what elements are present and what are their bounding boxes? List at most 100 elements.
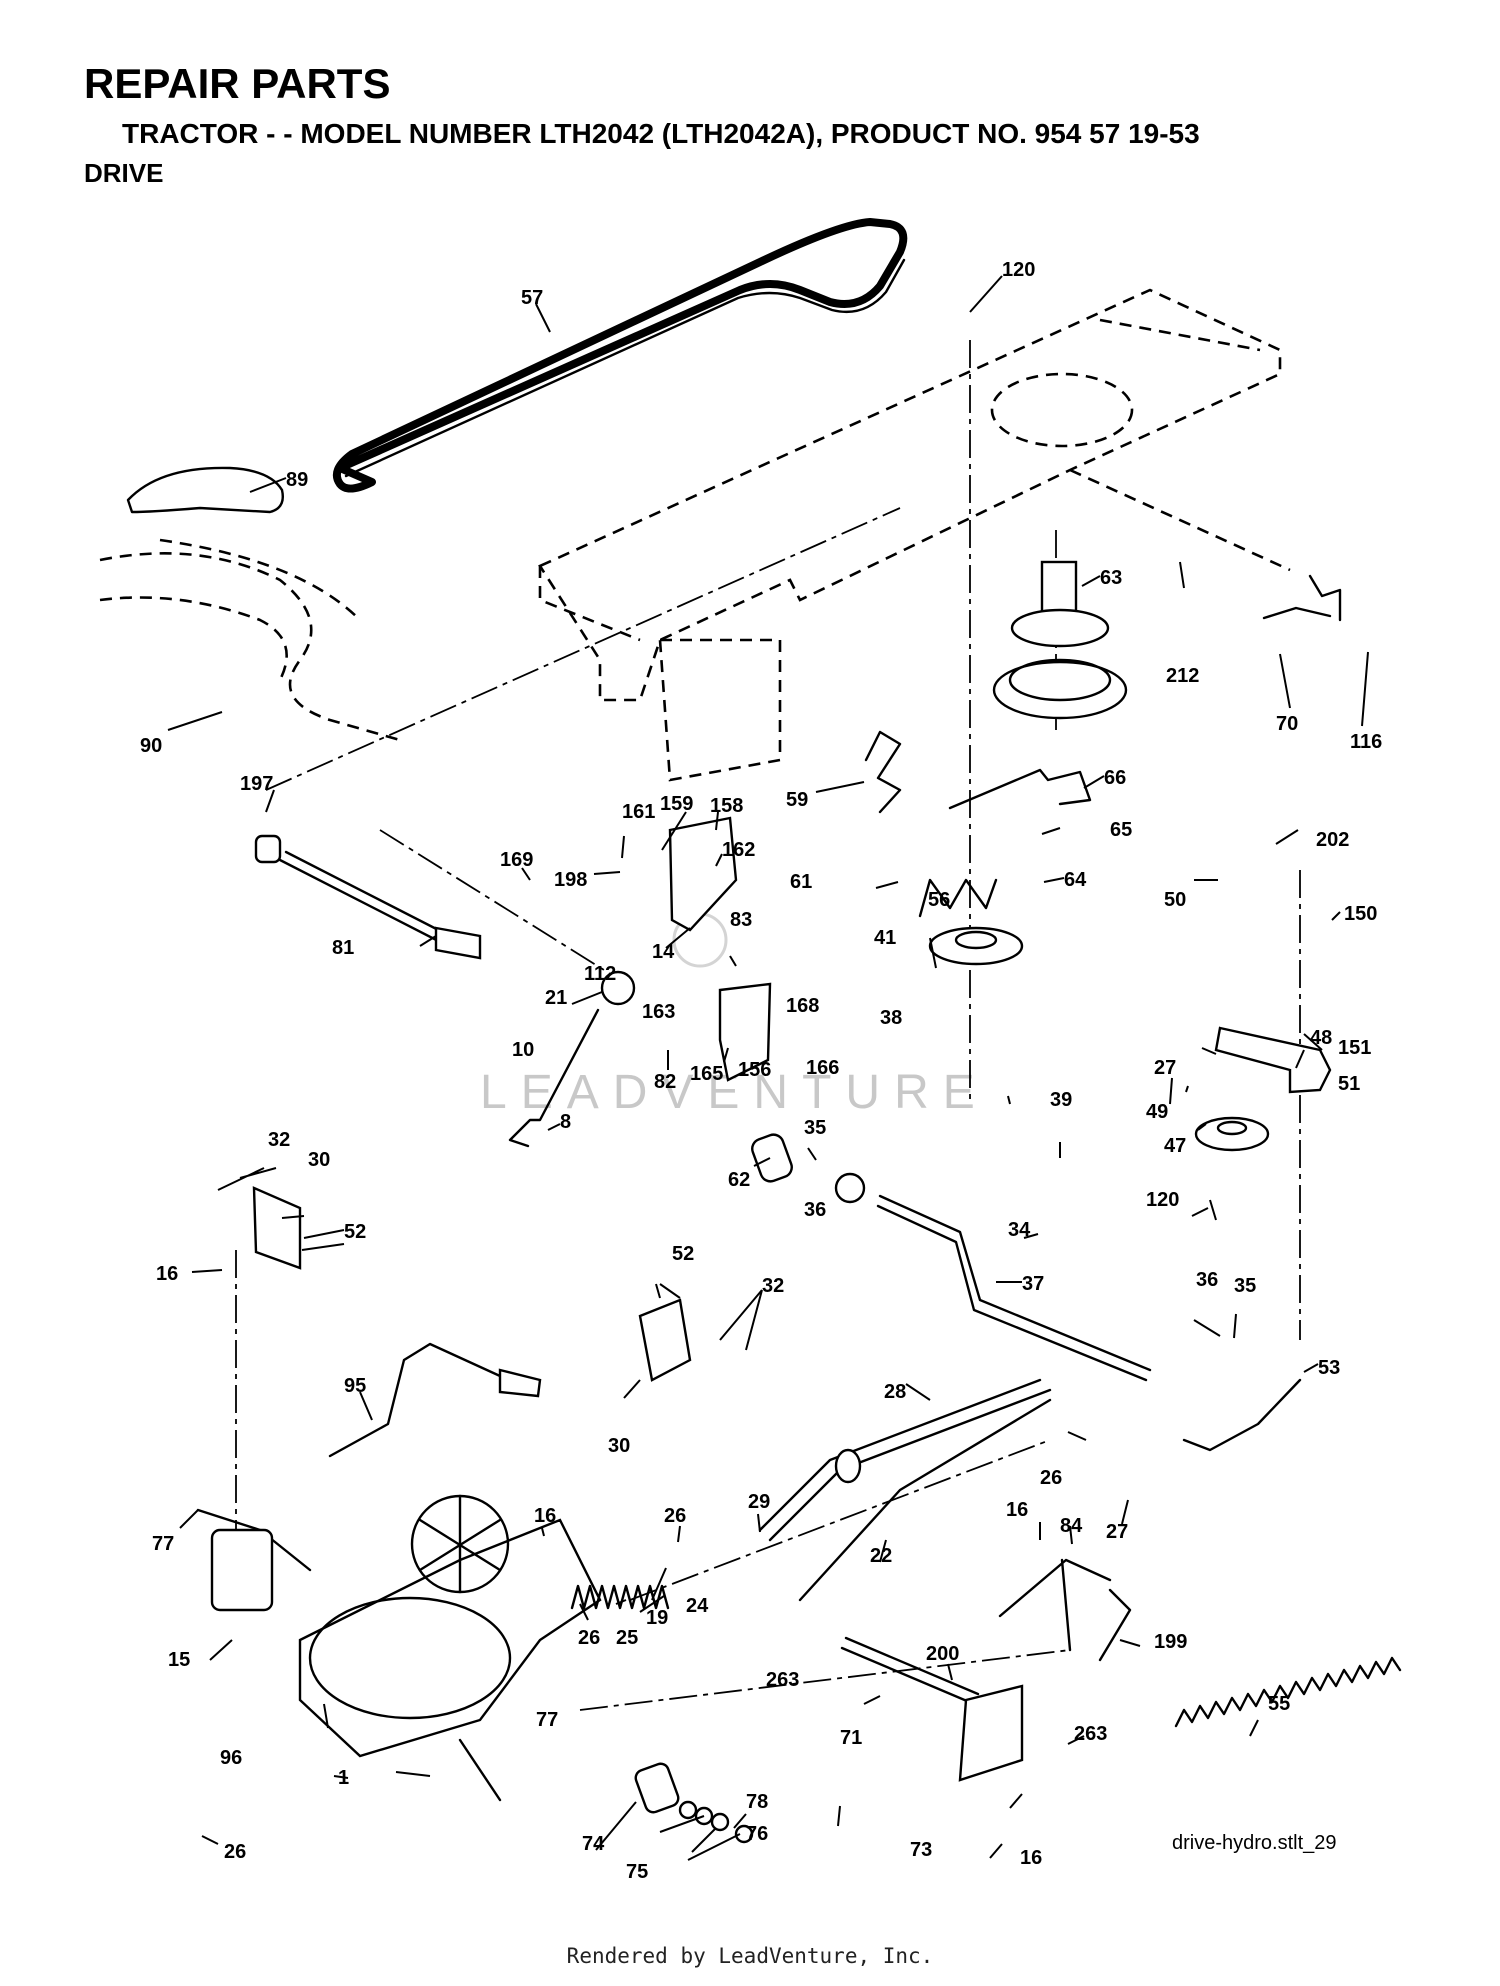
link-199: [1098, 1588, 1132, 1662]
callout-27: 27: [1154, 1057, 1176, 1079]
centerline-lower: [579, 1649, 1071, 1711]
callout-52: 52: [344, 1221, 366, 1243]
callout-76: 76: [746, 1823, 768, 1845]
callout-26: 26: [1040, 1467, 1062, 1489]
callout-161: 161: [622, 801, 655, 823]
centerline-axle: [265, 507, 901, 791]
rod-53: [1182, 1378, 1302, 1452]
shift-rod-81-edge: [284, 850, 456, 940]
callout-78: 78: [746, 1791, 768, 1813]
callout-212: 212: [1166, 665, 1199, 687]
callout-66: 66: [1104, 767, 1126, 789]
callout-77: 77: [152, 1533, 174, 1555]
callout-34: 34: [1008, 1219, 1031, 1241]
callout-163: 163: [642, 1001, 675, 1023]
callout-198: 198: [554, 869, 587, 891]
callout-263: 263: [766, 1669, 799, 1691]
callout-28: 28: [884, 1381, 906, 1403]
callout-38: 38: [880, 1007, 902, 1029]
frame-rail: [1069, 468, 1291, 572]
callout-32b: 32: [762, 1275, 784, 1297]
bracket-73: [958, 1684, 1024, 1782]
centerline-rod: [629, 1439, 1051, 1601]
page-title: REPAIR PARTS: [84, 60, 391, 107]
bracket-165: [718, 982, 772, 1082]
model-subtitle: TRACTOR - - MODEL NUMBER LTH2042 (LTH204…: [122, 118, 1200, 149]
callout-26b: 26: [664, 1505, 686, 1527]
washer-75a: [678, 1800, 698, 1820]
callout-16d: 16: [1020, 1847, 1042, 1869]
bushing-74: [634, 1762, 680, 1814]
callout-159: 159: [660, 793, 693, 815]
pulley-38: [928, 926, 1024, 966]
section-title: DRIVE: [84, 158, 164, 188]
pulley-47-hub: [1216, 1120, 1248, 1136]
washer-75c: [710, 1812, 730, 1832]
control-rod-34: [878, 1194, 1152, 1372]
callout-52b: 52: [672, 1243, 694, 1265]
callout-36b: 36: [1196, 1269, 1218, 1291]
callout-75: 75: [626, 1861, 648, 1883]
callout-95: 95: [344, 1375, 366, 1397]
callout-169: 169: [500, 849, 533, 871]
drive-belt-inner: [344, 258, 906, 478]
callout-26d: 26: [224, 1841, 246, 1863]
spring-25: [570, 1584, 670, 1610]
transaxle-case: [308, 1596, 512, 1720]
callout-26c: 26: [578, 1627, 600, 1649]
mount-bracket-30-upper: [252, 1186, 302, 1270]
callout-158: 158: [710, 795, 743, 817]
bracket-70: [1262, 574, 1342, 622]
rod-71: [844, 1636, 980, 1696]
link-95-end: [498, 1368, 542, 1398]
washer-36: [834, 1172, 866, 1204]
drawing-file-id: drive-hydro.stlt_29: [1172, 1832, 1337, 1854]
callout-165: 165: [690, 1063, 723, 1085]
callout-30: 30: [308, 1149, 330, 1171]
callout-39: 39: [1050, 1089, 1072, 1111]
callout-57: 57: [521, 287, 543, 309]
callout-53: 53: [1318, 1357, 1340, 1379]
callout-35: 35: [804, 1117, 826, 1139]
callout-65: 65: [1110, 819, 1132, 841]
control-rod-34-edge: [876, 1204, 1148, 1382]
callout-36: 36: [804, 1199, 826, 1221]
frame-hole: [990, 372, 1134, 448]
callout-21: 21: [545, 987, 567, 1009]
footer-rendered-by: Rendered by LeadVenture, Inc.: [566, 1944, 934, 1968]
callout-162: 162: [722, 839, 755, 861]
frame-outline: [538, 288, 1282, 702]
spring-55: [1174, 1656, 1402, 1728]
callout-49: 49: [1146, 1101, 1168, 1123]
callout-16b: 16: [1006, 1499, 1028, 1521]
pedal-pad: [126, 466, 284, 514]
grip-28: [834, 1448, 862, 1484]
callout-10: 10: [512, 1039, 534, 1061]
callout-37: 37: [1022, 1273, 1044, 1295]
callout-61: 61: [790, 871, 812, 893]
frame-edge: [538, 566, 641, 642]
centerline-cam: [379, 829, 621, 981]
callout-15: 15: [168, 1649, 190, 1671]
callout-84: 84: [1060, 1515, 1083, 1537]
fender-edge: [99, 596, 288, 681]
frame-bracket: [658, 638, 782, 782]
leader-lines: [167, 275, 1369, 1861]
callout-200: 200: [926, 1643, 959, 1665]
callout-81: 81: [332, 937, 354, 959]
callout-59: 59: [786, 789, 808, 811]
callout-116: 116: [1350, 731, 1382, 753]
callout-90: 90: [140, 735, 162, 757]
callout-73: 73: [910, 1839, 932, 1861]
idler-arm-48: [1214, 1026, 1332, 1094]
idler-pulley-63: [992, 660, 1128, 720]
callout-96: 96: [220, 1747, 242, 1769]
callout-24: 24: [686, 1595, 709, 1617]
callout-55: 55: [1268, 1693, 1290, 1715]
fan-blades: [418, 1494, 502, 1594]
callout-202: 202: [1316, 829, 1349, 851]
callout-64: 64: [1064, 869, 1087, 891]
callout-47: 47: [1164, 1135, 1186, 1157]
link-95: [328, 1342, 532, 1458]
callout-263b: 263: [1074, 1723, 1107, 1745]
